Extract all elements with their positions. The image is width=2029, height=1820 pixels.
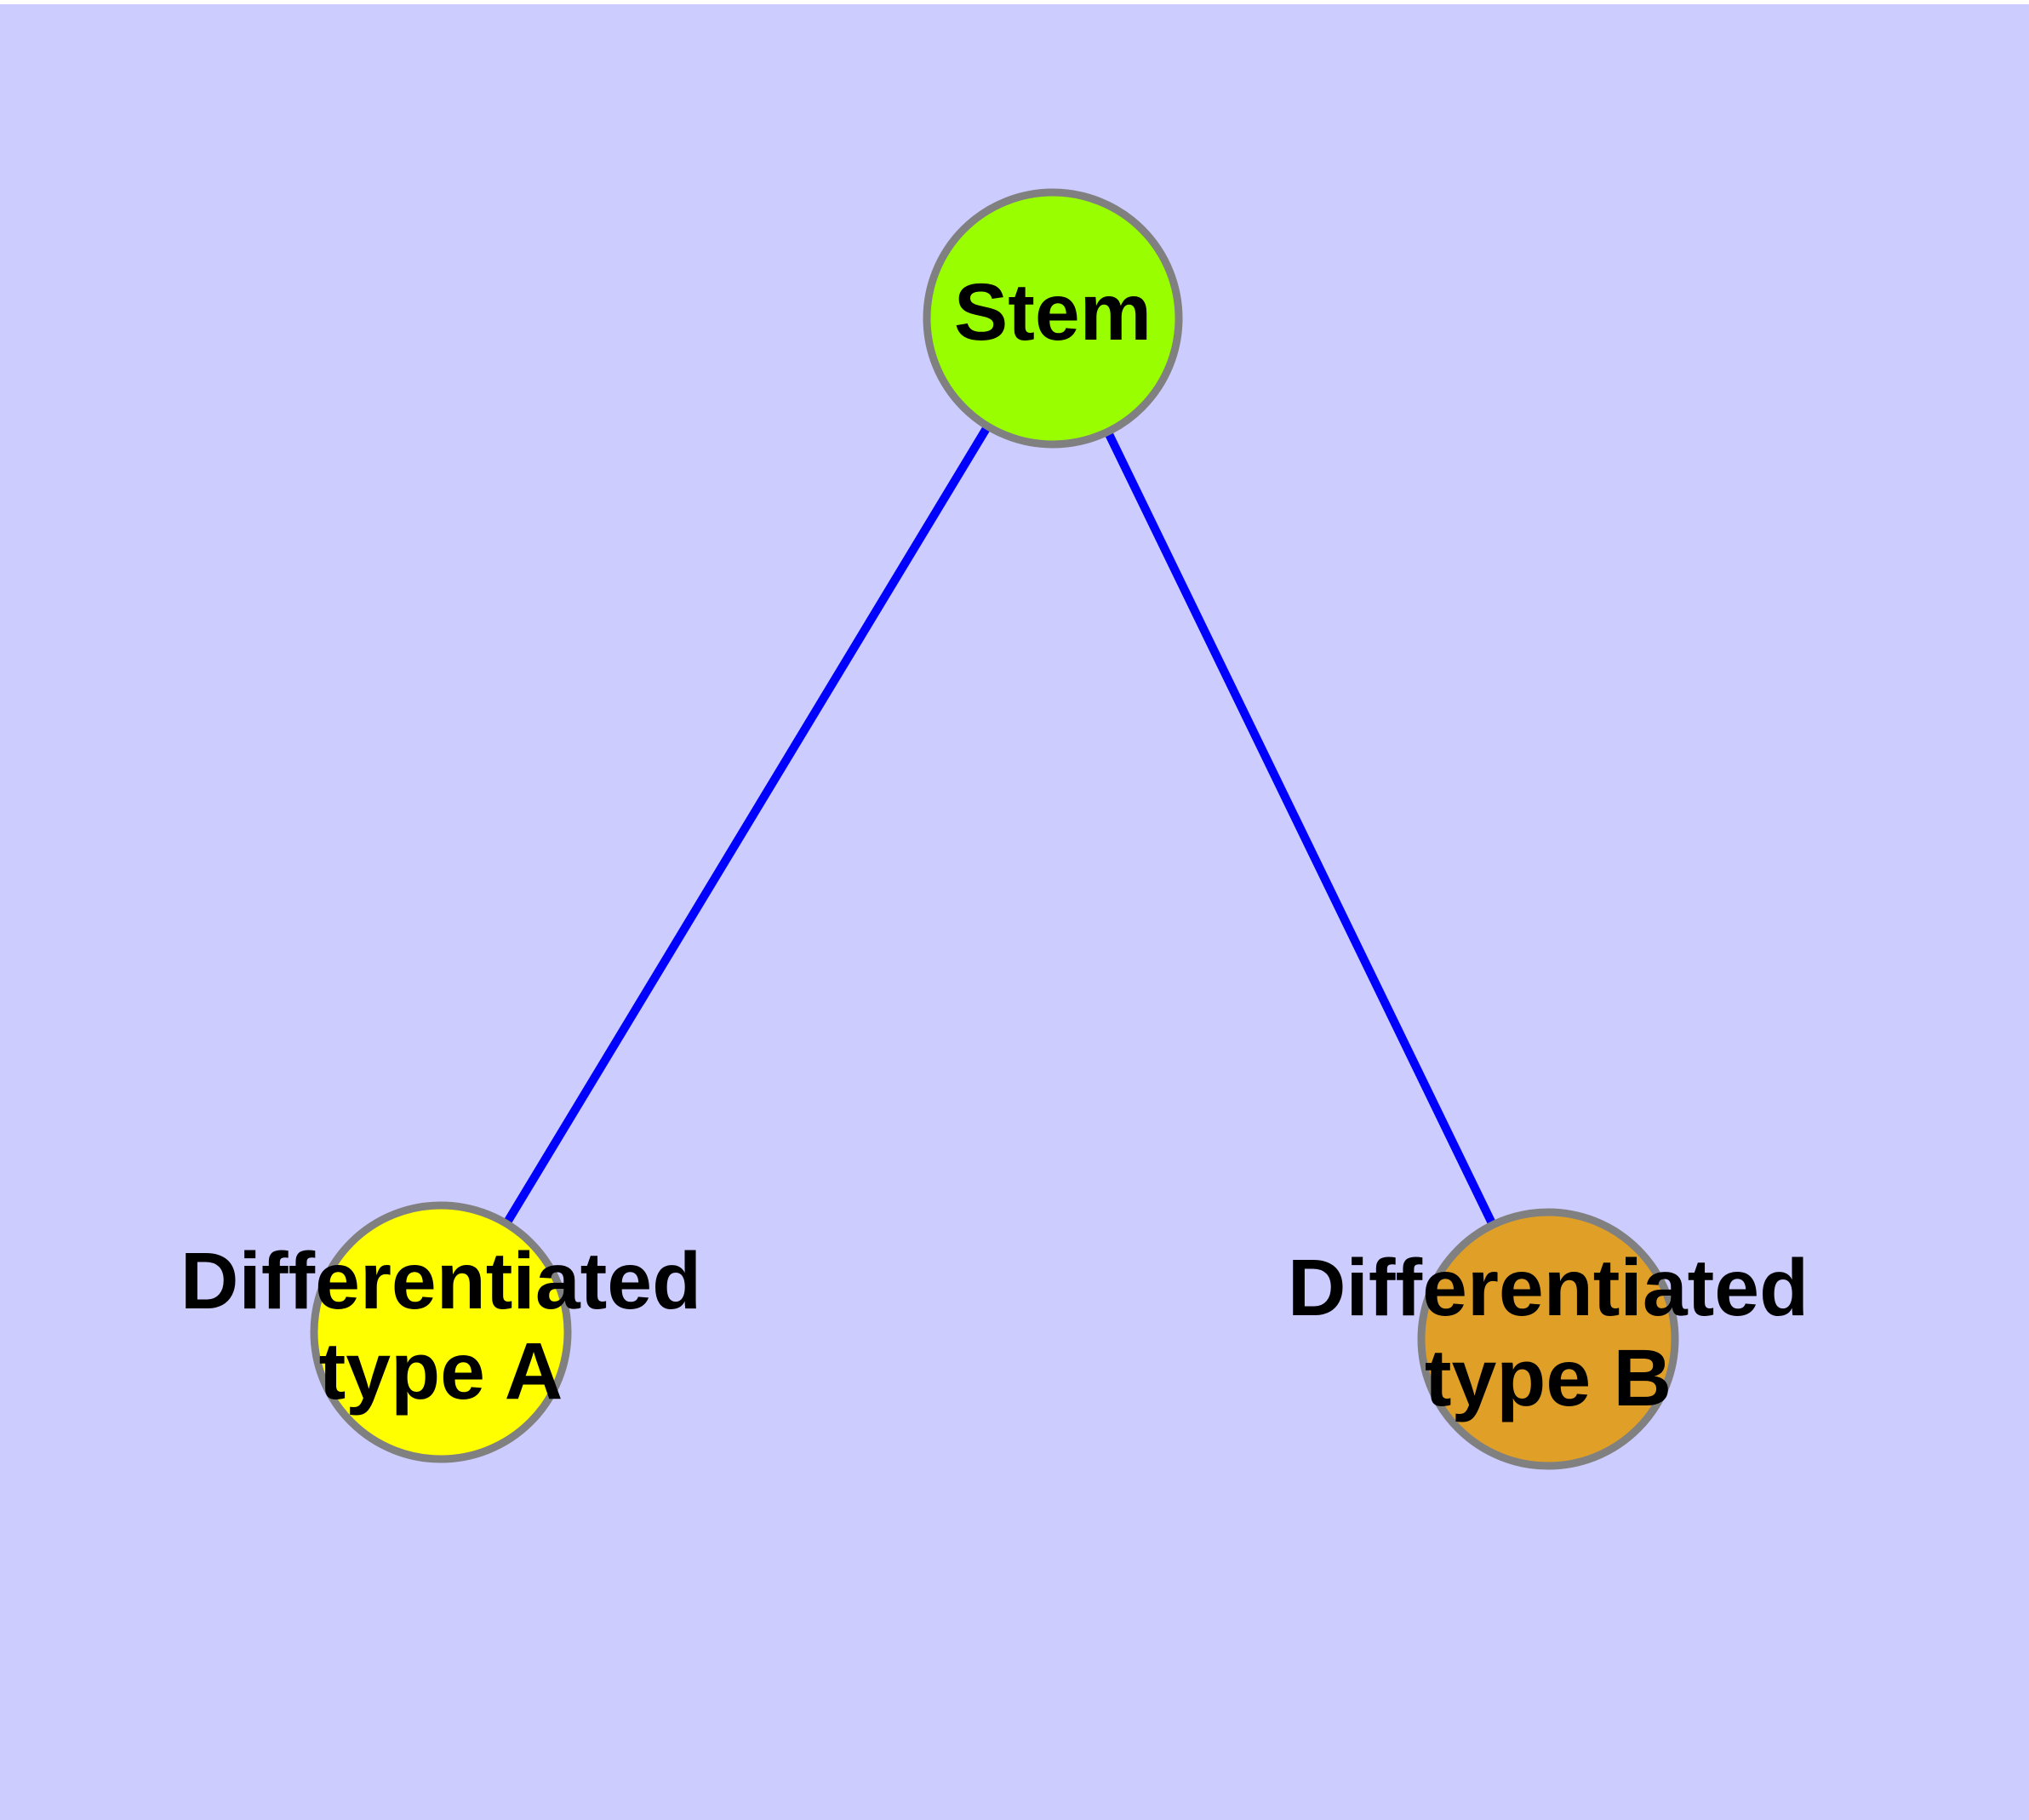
node-differentiated-type-b-circle[interactable] (1417, 1208, 1679, 1470)
edge-stem-to-differentiated-type-a[interactable] (502, 424, 992, 1227)
node-stem[interactable]: Stem (923, 188, 1183, 449)
edges-layer (502, 424, 1497, 1228)
edge-stem-to-differentiated-type-b[interactable] (1104, 429, 1497, 1228)
node-stem-label: Stem (954, 267, 1152, 358)
node-differentiated-type-a-circle[interactable] (310, 1201, 572, 1463)
node-stem-circle[interactable] (923, 188, 1183, 449)
